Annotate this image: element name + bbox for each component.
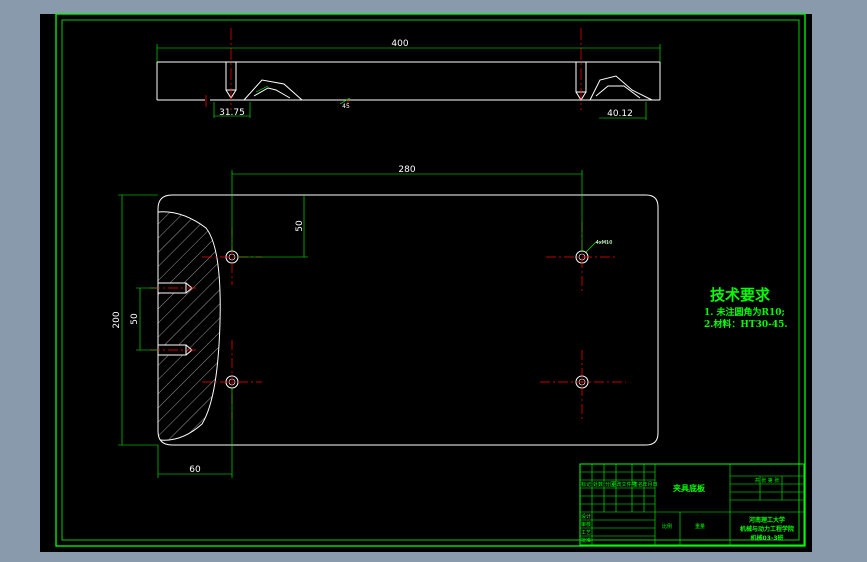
tech-req-title: 技术要求 bbox=[710, 286, 771, 304]
plan-dimension-lines bbox=[118, 170, 612, 478]
top-dimension-lines bbox=[156, 44, 661, 120]
tb-checker: 审核 bbox=[581, 521, 591, 528]
tb-marker-4: 签名 bbox=[633, 481, 643, 488]
tb-marker-0: 标记 bbox=[581, 481, 591, 488]
outer-border bbox=[55, 13, 806, 547]
inner-border bbox=[61, 19, 800, 541]
tb-marker-1: 处数 bbox=[593, 481, 603, 488]
tech-req-line-1: 1. 未注圆角为R10; bbox=[704, 306, 785, 318]
dim-200: 200 bbox=[112, 311, 122, 328]
dim-40-12: 40.12 bbox=[607, 109, 633, 119]
tb-scale: 重量 bbox=[695, 523, 705, 530]
tb-designer: 设计 bbox=[581, 513, 591, 520]
tb-ratio: 比例 bbox=[662, 523, 672, 530]
dim-50-top: 50 bbox=[295, 220, 305, 232]
tb-marker-2: 分区 bbox=[605, 481, 615, 488]
dim-400: 400 bbox=[391, 39, 408, 49]
hole-callout: 4xM10 bbox=[596, 240, 613, 246]
tb-sheet: 共 张 第 张 bbox=[755, 477, 780, 484]
dim-50-left: 50 bbox=[130, 313, 140, 325]
title-block bbox=[579, 463, 805, 546]
school-line-2: 机械与动力工程学院 bbox=[740, 525, 794, 533]
tb-process: 工艺 bbox=[581, 530, 591, 536]
school-line-1: 河南理工大学 bbox=[749, 516, 785, 524]
paper bbox=[40, 14, 812, 552]
tb-marker-5: 年月日 bbox=[642, 481, 657, 488]
tb-marker-3: 更改文件号 bbox=[611, 481, 636, 488]
tech-req-line-2: 2.材料：HT30-45. bbox=[704, 318, 788, 330]
part-name: 夹具底板 bbox=[673, 483, 706, 493]
tb-approve: 批准 bbox=[581, 537, 591, 544]
section-hatch bbox=[158, 211, 221, 441]
drawing-number: 机械03-3班 bbox=[750, 534, 783, 542]
dim-31-75: 31.75 bbox=[219, 108, 245, 118]
dim-angle: 45 bbox=[342, 103, 350, 110]
dim-60: 60 bbox=[189, 465, 201, 475]
dim-280: 280 bbox=[398, 165, 415, 175]
